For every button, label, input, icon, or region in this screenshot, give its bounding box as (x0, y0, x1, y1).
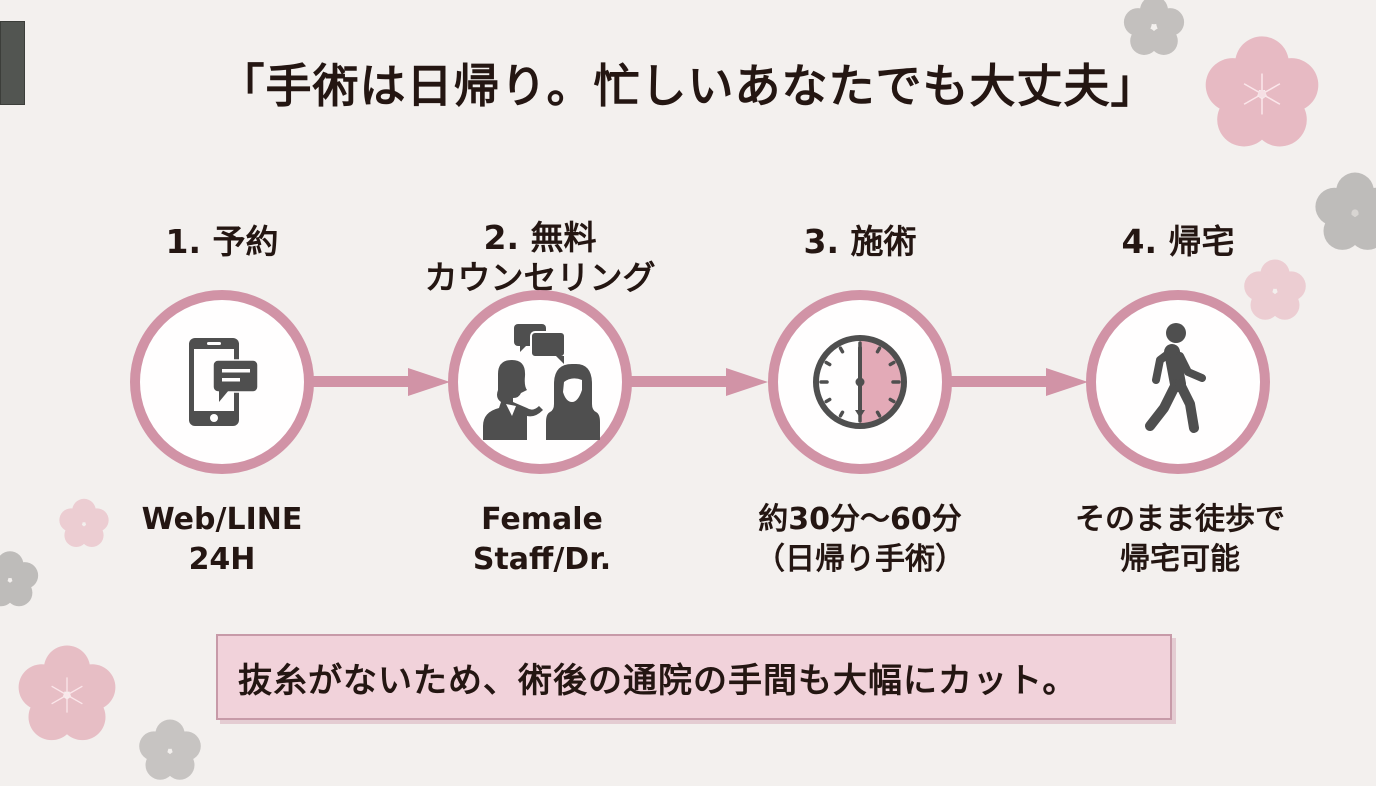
plum-flower-gray-bottom-icon (139, 719, 201, 780)
corner-accent-block (0, 21, 25, 105)
step-2-description: Female Staff/Dr. (382, 500, 702, 580)
arrow-right-icon (312, 368, 450, 396)
plum-flower-gray-top-icon (1123, 0, 1185, 55)
plum-flower-pink-small-right-icon (1244, 259, 1306, 320)
step-1-description: Web/LINE 24H (62, 500, 382, 580)
step-3-desc-line2: （日帰り手術） (755, 542, 965, 577)
step-4-description: そのまま徒歩で 帰宅可能 (1020, 500, 1340, 580)
step-4-label: 4. 帰宅 (1018, 222, 1338, 262)
step-3-description: 約30分〜60分 （日帰り手術） (700, 500, 1020, 580)
plum-flower-pink-large-left-icon (18, 645, 116, 741)
step-2-desc-line1: Female (481, 502, 603, 537)
page-title: 「手術は日帰り。忙しいあなたでも大丈夫」 (218, 59, 1158, 113)
step-1-desc-line2: 24H (188, 542, 256, 577)
arrow-right-icon (950, 368, 1088, 396)
step-2-label-line1: 2. 無料 (483, 218, 597, 257)
plum-flower-pink-large-icon (1205, 36, 1319, 147)
step-4-label-line1: 4. 帰宅 (1121, 222, 1235, 261)
step-4-desc-line2: 帰宅可能 (1120, 542, 1240, 577)
step-3-label-line1: 3. 施術 (803, 222, 917, 261)
step-1-desc-line1: Web/LINE (141, 502, 303, 537)
step-1-label: 1. 予約 (62, 222, 382, 262)
plum-flower-gray-left-icon (0, 551, 39, 607)
clock-icon (813, 335, 907, 429)
step-3-desc-line1: 約30分〜60分 (758, 502, 962, 537)
smartphone-chat-icon (189, 338, 259, 426)
step-4-desc-line1: そのまま徒歩で (1075, 502, 1285, 537)
step-2-desc-line2: Staff/Dr. (472, 542, 612, 577)
plum-flower-pink-small-left-icon (59, 498, 109, 547)
step-2-label: 2. 無料 カウンセリング (380, 218, 700, 298)
counseling-people-icon (483, 324, 600, 440)
step-1-circle (130, 290, 314, 474)
banner-text: 抜糸がないため、術後の通院の手間も大幅にカット。 (238, 660, 1078, 701)
highlight-banner: 抜糸がないため、術後の通院の手間も大幅にカット。 (216, 634, 1172, 720)
step-1-label-line1: 1. 予約 (165, 222, 279, 261)
walking-person-icon (1145, 323, 1206, 433)
plum-flower-gray-right-icon (1315, 172, 1376, 250)
step-3-label: 3. 施術 (700, 222, 1020, 262)
arrow-right-icon (630, 368, 768, 396)
step-3-circle (768, 290, 952, 474)
step-4-circle (1086, 290, 1270, 474)
step-2-circle (448, 290, 632, 474)
